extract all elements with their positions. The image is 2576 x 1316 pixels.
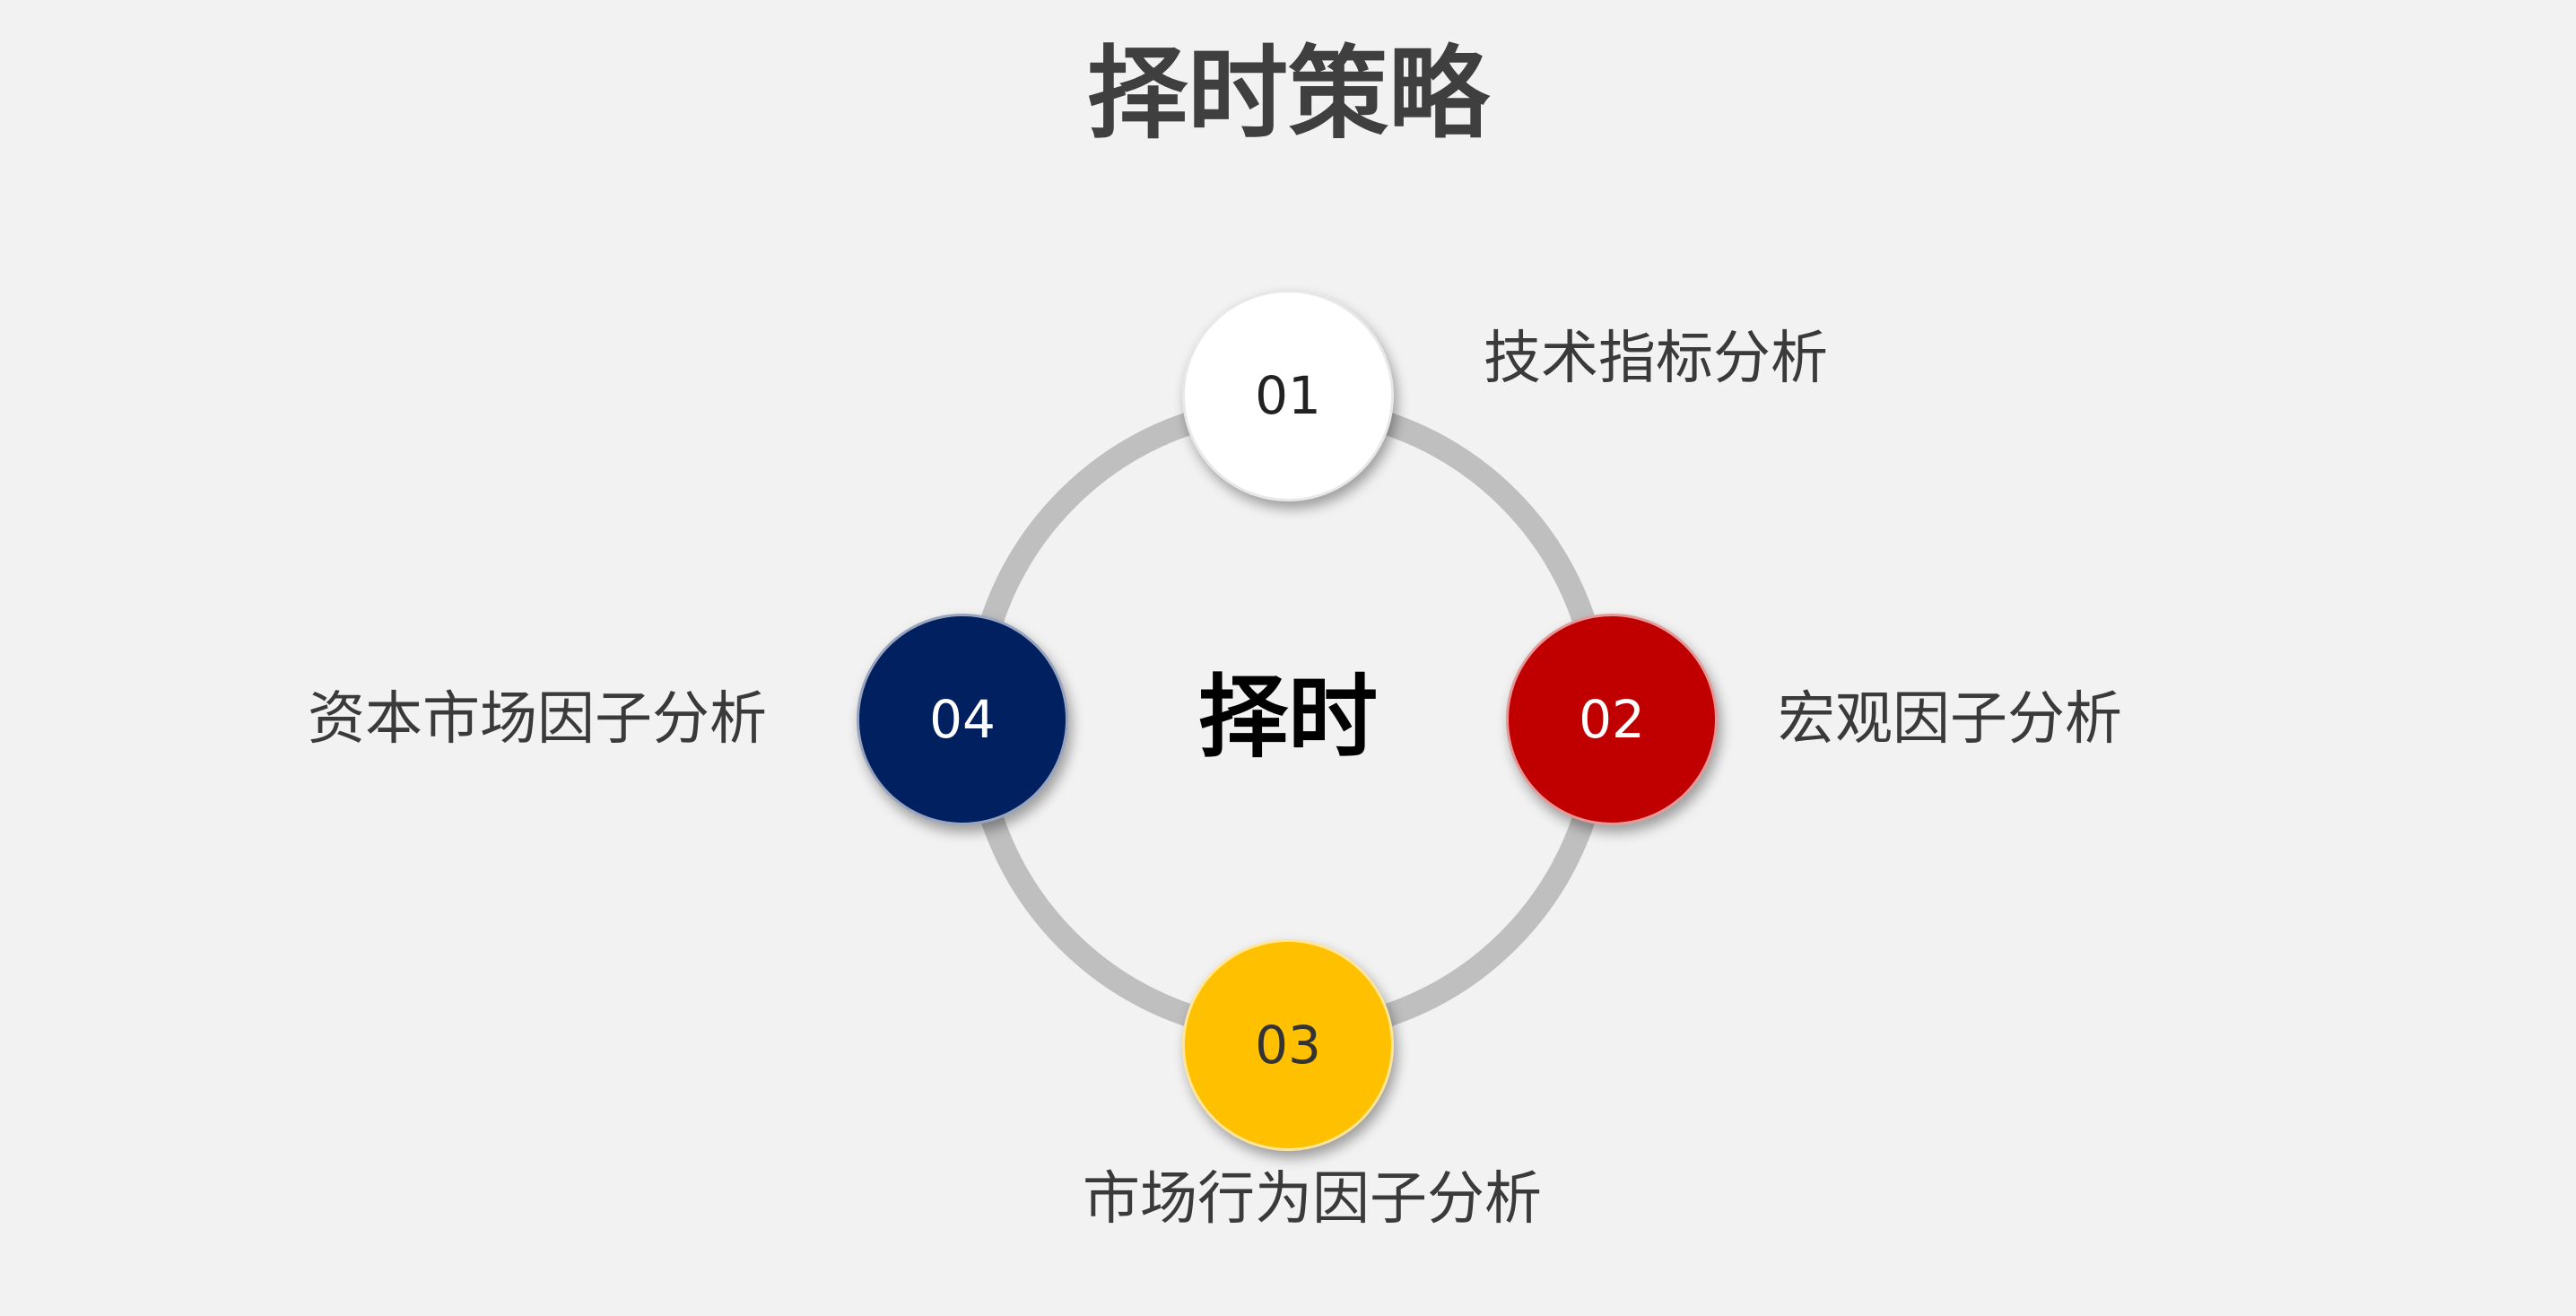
label-market-behavior-factors: 市场行为因子分析 bbox=[1083, 1166, 1542, 1233]
label-macro-factors: 宏观因子分析 bbox=[1778, 686, 2122, 753]
label-technical-indicators: 技术指标分析 bbox=[1484, 326, 1828, 392]
page-title: 择时策略 bbox=[1087, 36, 1489, 153]
node-02: 02 bbox=[1506, 614, 1718, 825]
label-capital-market-factors: 资本市场因子分析 bbox=[308, 686, 767, 753]
center-label: 择时 bbox=[1198, 665, 1378, 770]
node-03: 03 bbox=[1182, 939, 1394, 1151]
node-04: 04 bbox=[857, 614, 1068, 825]
node-01: 01 bbox=[1182, 290, 1394, 501]
